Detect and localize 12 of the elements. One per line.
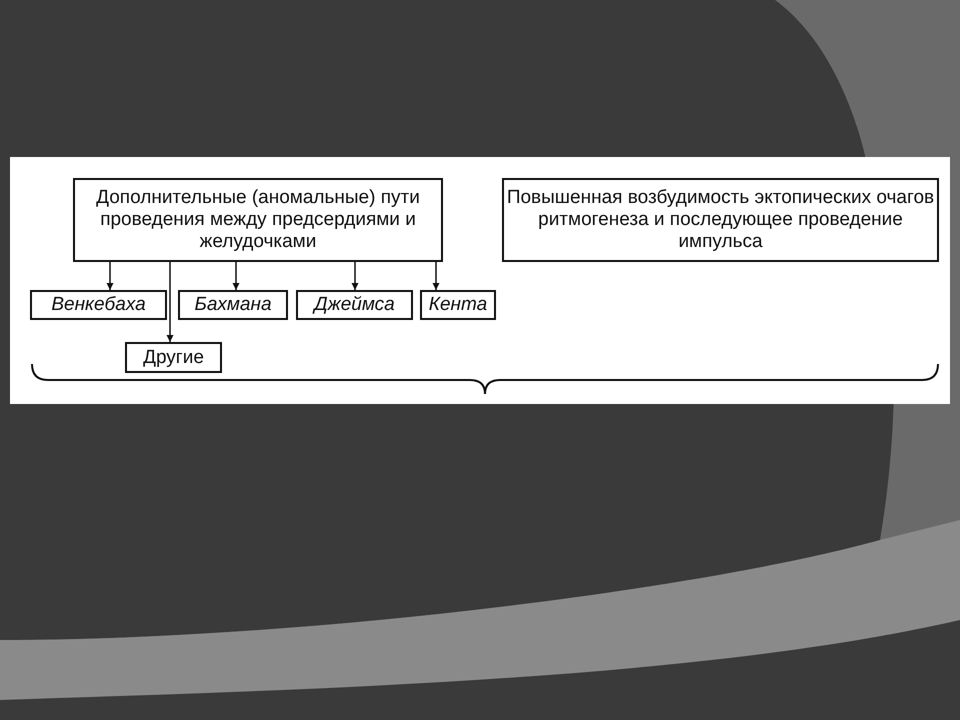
text-box: Дополнительные (аномальные) пути проведения между предсердиями и желудочками <box>73 178 443 262</box>
pathway-box: Кента <box>420 290 496 320</box>
arrow <box>232 262 240 290</box>
arrow <box>432 262 440 290</box>
text-box: Другие <box>125 342 222 373</box>
arrow <box>352 262 358 290</box>
pathway-box: Джеймса <box>296 290 413 320</box>
pathway-box: Венкебаха <box>30 290 167 320</box>
text-box: Повышенная возбудимость эктопических очагов ритмогенеза и последующее проведение импульса <box>502 178 939 262</box>
arrow <box>166 262 174 342</box>
pathway-box: Бахмана <box>178 290 288 320</box>
arrow <box>106 262 114 290</box>
